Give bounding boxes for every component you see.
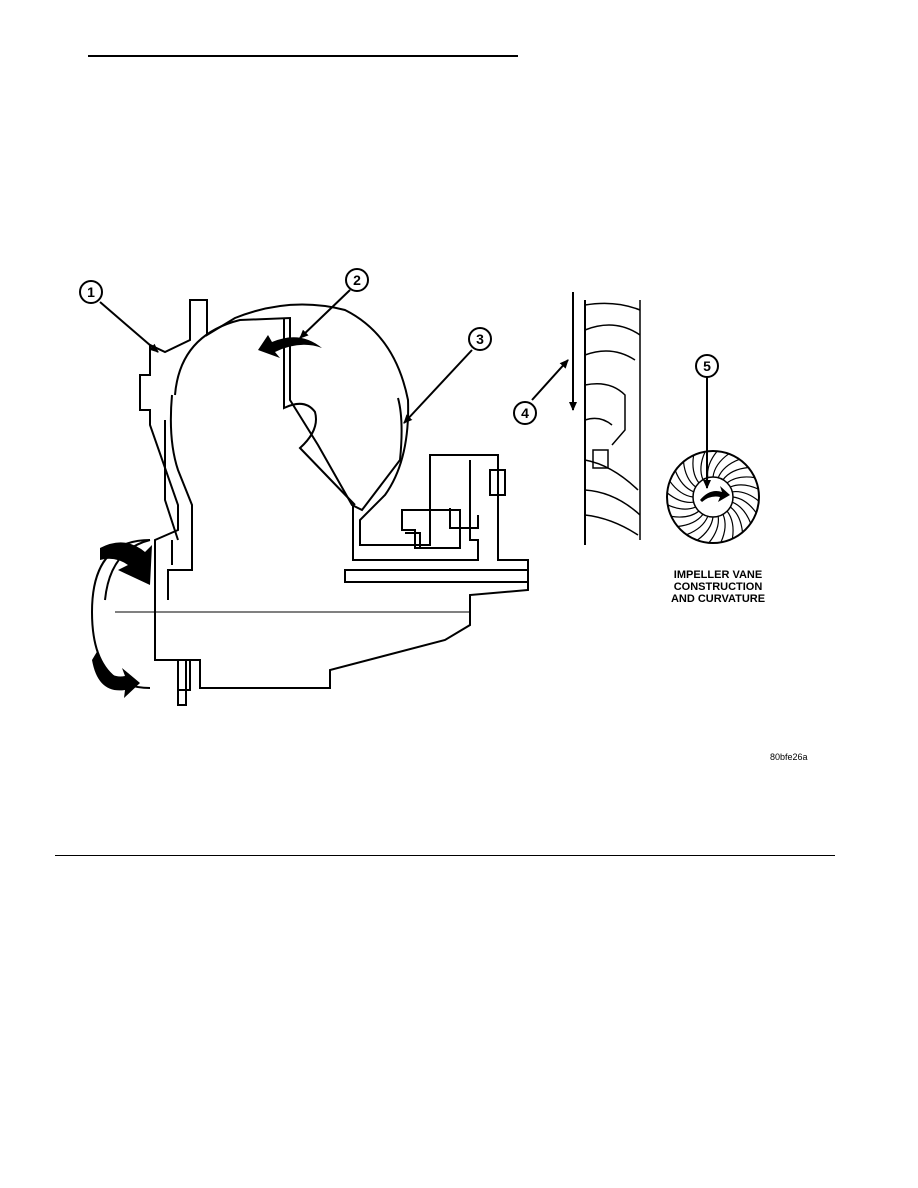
rotation-arrow-bottom [92,650,140,698]
stator-detail [405,508,479,548]
fluid-flow-arrow [258,335,322,358]
hub-plate [344,569,529,583]
impeller-rotation-arrow [700,486,730,502]
impeller-vane [696,516,714,541]
impeller-vane [682,461,697,488]
impeller-vane [692,455,700,484]
impeller-vane [720,514,726,543]
top-rule [88,55,518,57]
callout-1-label: 1 [87,284,95,300]
impeller-vane [730,484,759,490]
leader-4 [531,359,569,401]
leader-lines [99,289,711,489]
cover-flange [177,659,191,691]
impeller-vane-edge-view [584,300,641,545]
impeller-vane [729,506,744,533]
callout-5-label: 5 [703,358,711,374]
impeller-vane-front-view [666,450,760,544]
impeller-shell-inner [167,394,193,600]
caption-line-1: IMPELLER VANE [673,569,763,581]
leader-3 [403,349,473,424]
converter-housing-outline [139,299,529,706]
impeller-vane [717,458,740,478]
impeller-vane [700,451,706,480]
callout-5: 5 [695,354,719,378]
impeller-vane [706,450,718,478]
leader-2 [299,289,351,339]
impeller-vane [669,480,694,498]
cover-wall [164,420,179,565]
impeller-vane [674,470,694,493]
impeller-vane [686,516,709,536]
impeller-vane [708,516,720,544]
leader-1 [99,301,159,353]
impeller-vane [732,501,752,524]
hub-step [352,460,479,561]
callout-2: 2 [345,268,369,292]
rotation-arrow-top [100,542,152,585]
impeller-inner-outline [174,316,403,512]
impeller-vane [722,466,749,481]
callout-4: 4 [513,401,537,425]
impeller-vanes [666,450,760,544]
impeller-vane [677,513,704,528]
impeller-vane [712,453,730,478]
figure-code: 80bfe26a [770,752,808,762]
caption-line-2: CONSTRUCTION [673,581,763,593]
callout-3: 3 [468,327,492,351]
callout-1: 1 [79,280,103,304]
impeller-vane [667,504,696,510]
impeller-vane [726,476,755,484]
callout-3-label: 3 [476,331,484,347]
caption-line-3: AND CURVATURE [670,593,766,605]
stator-block [401,509,461,549]
bottom-rule [55,855,835,856]
impeller-vane [726,510,734,539]
turbine-blade [283,318,356,506]
impeller-vane [732,490,760,502]
impeller-vane [732,496,757,514]
converter-section-view [115,299,529,706]
bolt-head [489,469,506,496]
impeller-vane [671,510,700,518]
impeller-vane [666,492,694,504]
callout-4-label: 4 [521,405,529,421]
impeller-caption: IMPELLER VANE CONSTRUCTION AND CURVATURE [640,569,796,605]
callout-2-label: 2 [353,272,361,288]
